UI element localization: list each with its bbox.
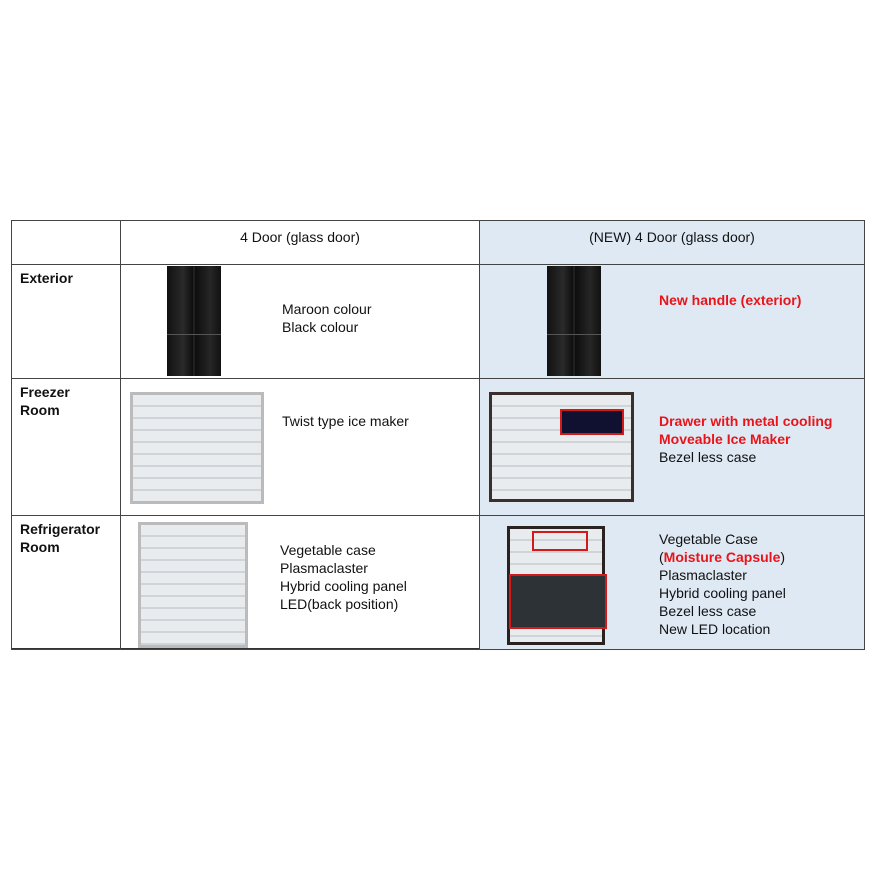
header-new-model: (NEW) 4 Door (glass door)	[589, 229, 755, 245]
row-label-freezer: Freezer Room	[20, 384, 70, 418]
row-label-refrigerator: Refrigerator Room	[20, 521, 101, 555]
freezer-current-text: Twist type ice maker	[282, 413, 409, 429]
new-refrigerator-image	[507, 526, 607, 645]
exterior-new-text: New handle (exterior)	[659, 292, 802, 308]
refrigerator-image	[138, 522, 248, 648]
new-freezer-image	[489, 392, 634, 502]
moisture-capsule-highlight: Moisture Capsule	[663, 549, 781, 565]
row-label-exterior: Exterior	[20, 270, 73, 286]
freezer-image	[130, 392, 264, 504]
fridge-exterior-image	[167, 266, 221, 376]
new-fridge-exterior-image	[547, 266, 601, 376]
refrigerator-new-text: Vegetable Case (Moisture Capsule) Plasma…	[659, 531, 786, 637]
header-current-model: 4 Door (glass door)	[240, 229, 360, 245]
